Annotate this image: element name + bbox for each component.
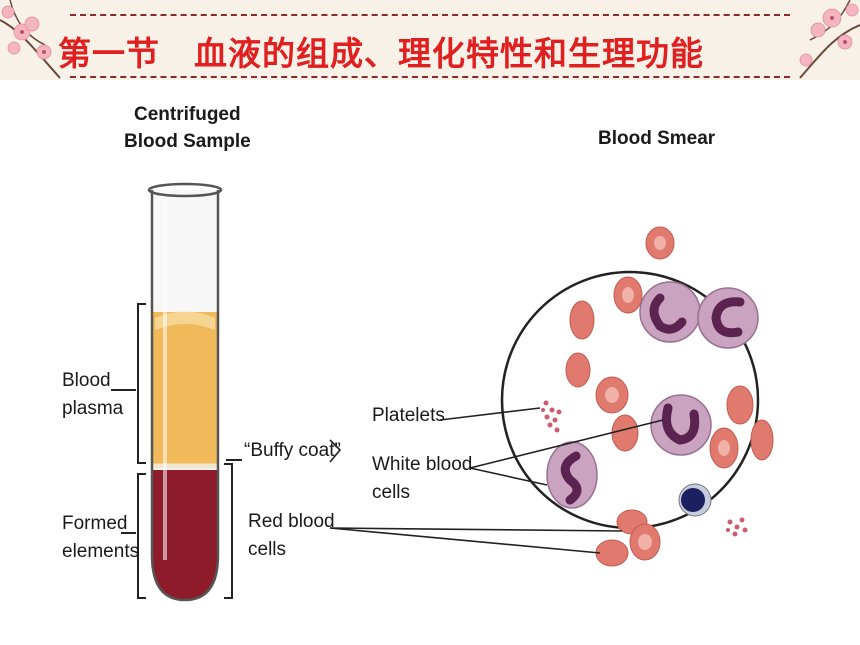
header-dashed-line-top — [70, 14, 790, 16]
rbc-leader-2 — [329, 527, 601, 554]
formed-elements-label-line-2: elements — [62, 541, 140, 562]
formed-elements-label-line-1: Formed — [62, 513, 128, 534]
tube-heading-line-2: Blood Sample — [124, 131, 251, 152]
platelets-label: Platelets — [372, 405, 445, 426]
formed-elements-bracket — [137, 473, 146, 599]
cherry-blossom-corner-right-icon — [799, 0, 860, 79]
buffy-coat-label: “Buffy coat” — [244, 440, 341, 461]
red-blood-cells-smear — [565, 226, 774, 567]
blood-composition-diagram — [111, 182, 774, 602]
smear-heading: Blood Smear — [598, 128, 716, 149]
red-blood-cells-label-line-2: cells — [248, 539, 287, 560]
platelets-leader — [439, 407, 541, 421]
blood-plasma-label-line-1: Blood — [62, 370, 111, 391]
rbc-leader-1 — [329, 527, 623, 532]
test-tube-icon — [147, 182, 223, 602]
platelets-smear — [541, 400, 748, 537]
slide-title: 第一节 血液的组成、理化特性和生理功能 — [58, 34, 704, 73]
wbc-leader-2 — [469, 467, 548, 486]
header-dashed-line-bottom — [70, 76, 790, 78]
plasma-layer — [152, 312, 218, 468]
wbc-leader-1 — [469, 419, 664, 469]
red-blood-cells-label-line-1: Red blood — [248, 511, 335, 532]
white-blood-cells-label-line-2: cells — [372, 482, 411, 503]
cherry-blossom-corner-left-icon — [0, 0, 61, 79]
plasma-bracket — [137, 303, 146, 464]
slide-header: 第一节 血液的组成、理化特性和生理功能 — [0, 0, 860, 80]
buffy-coat-bracket — [329, 439, 342, 463]
white-blood-cells-label-line-1: White blood — [372, 454, 473, 475]
red-cell-layer — [152, 470, 218, 600]
tube-heading-line-1: Centrifuged — [134, 104, 241, 125]
blood-plasma-label-line-2: plasma — [62, 398, 124, 419]
red-cells-bracket — [224, 463, 233, 599]
